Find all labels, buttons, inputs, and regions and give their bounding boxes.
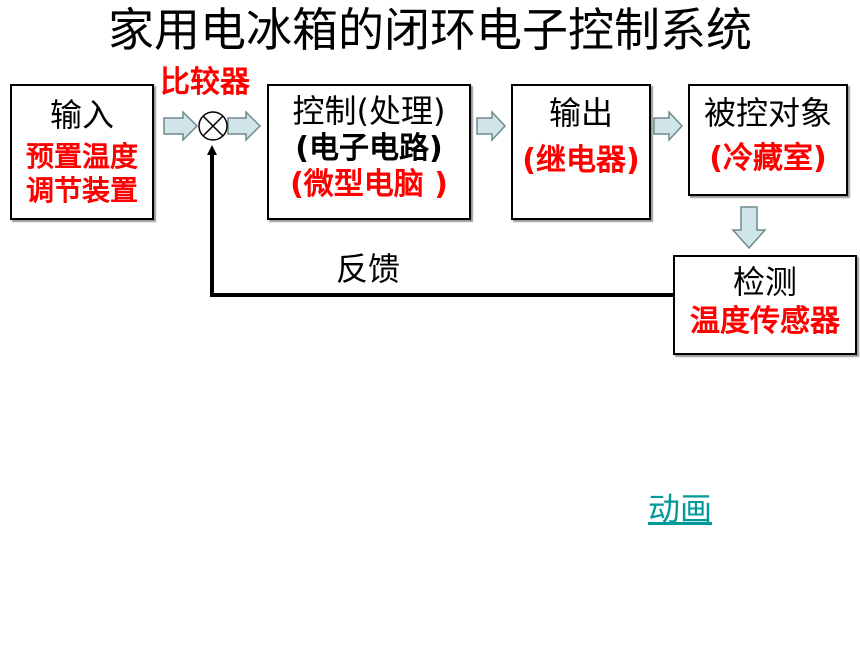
block-arrow-output-to-plant: [653, 110, 684, 142]
block-control-line1: (电子电路): [295, 131, 443, 166]
block-sensor-line1: 温度传感器: [690, 304, 840, 339]
block-sensor: 检测 温度传感器: [673, 255, 857, 355]
block-control: 控制(处理) (电子电路) (微型电脑 ): [267, 84, 471, 220]
comparator-label: 比较器: [160, 65, 250, 100]
block-sensor-title: 检测: [732, 263, 797, 301]
comparator-symbol: [198, 111, 228, 141]
block-output-title: 输出: [548, 94, 613, 132]
block-arrow-control-to-output: [476, 110, 507, 142]
feedback-line: [207, 145, 673, 297]
block-output: 输出 (继电器): [511, 84, 651, 220]
block-arrow-comparator-to-control: [227, 110, 262, 142]
block-plant: 被控对象 (冷藏室): [688, 84, 848, 196]
block-input-line2: 调节装置: [25, 174, 138, 207]
block-plant-line1: (冷藏室): [709, 141, 827, 176]
block-arrow-plant-to-sensor: [731, 206, 767, 250]
animation-link[interactable]: 动画: [648, 490, 713, 528]
block-plant-title: 被控对象: [703, 94, 832, 132]
block-input: 输入 预置温度 调节装置: [10, 84, 154, 220]
block-arrow-input-to-comparator: [163, 110, 199, 142]
block-output-line1: (继电器): [522, 143, 640, 178]
block-control-line2: (微型电脑 ): [290, 167, 448, 202]
block-input-title: 输入: [49, 96, 114, 134]
block-input-line1: 预置温度: [25, 140, 138, 173]
block-control-title: 控制(处理): [292, 92, 446, 130]
feedback-label: 反馈: [336, 250, 401, 288]
page-title: 家用电冰箱的闭环电子控制系统: [108, 3, 752, 57]
